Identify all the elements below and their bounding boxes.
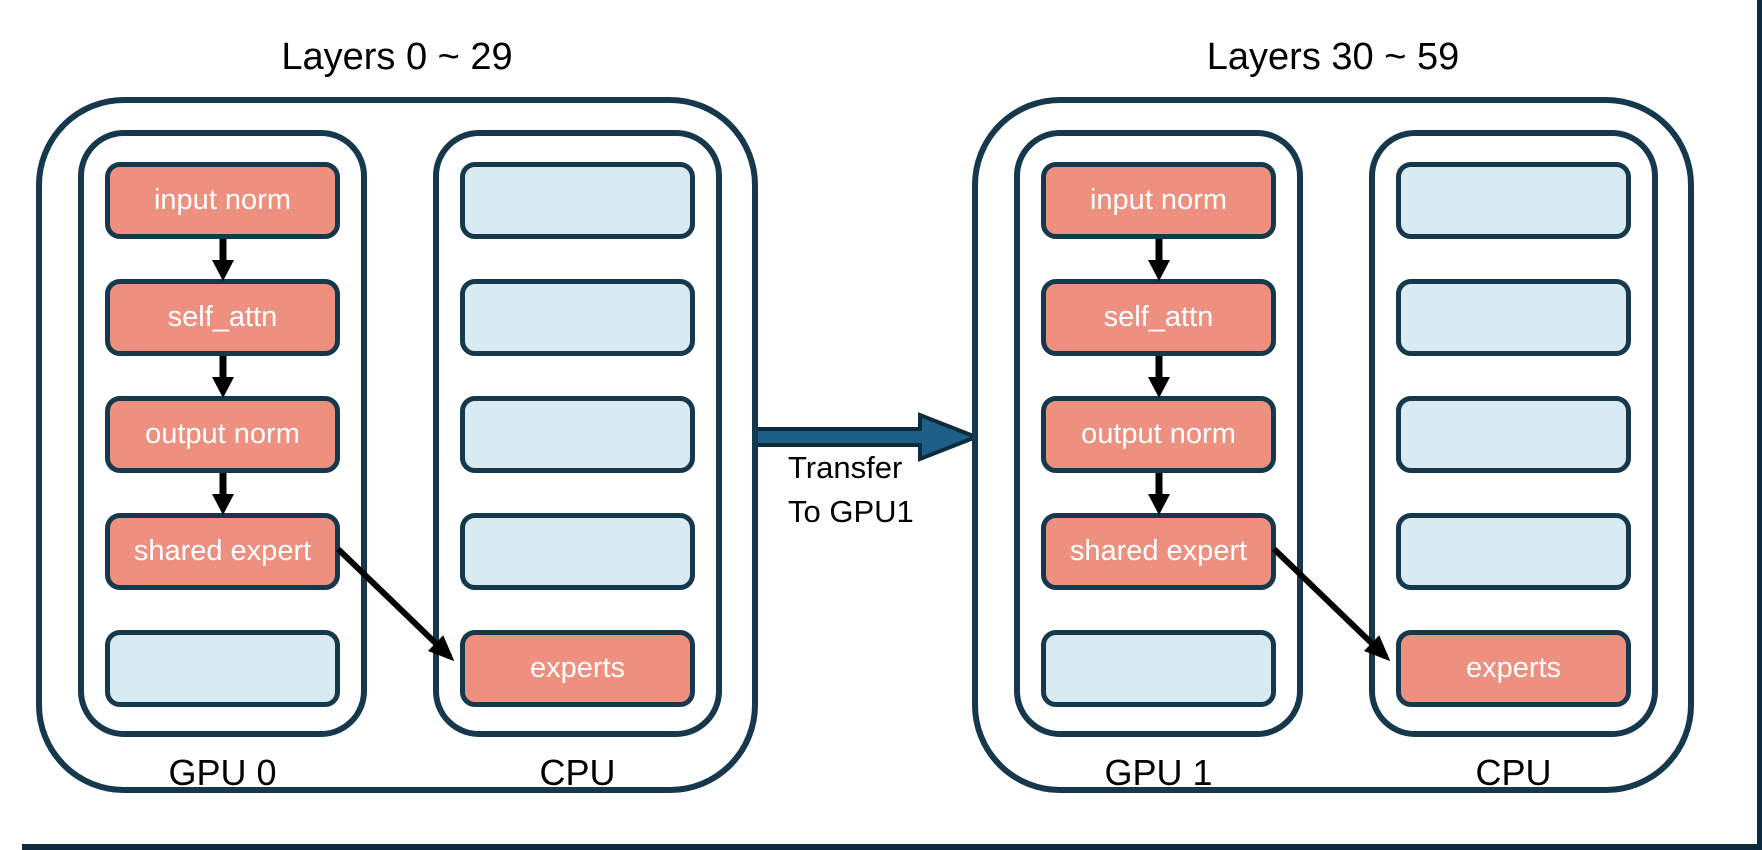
- experts-box: experts: [460, 630, 695, 707]
- cpu-0-label: CPU: [539, 752, 616, 793]
- gpu-0-label: GPU 0: [168, 752, 277, 793]
- cpu-1-label: CPU: [1475, 752, 1552, 793]
- experts-box-label: experts: [1465, 652, 1562, 684]
- empty-layer-box: [1396, 396, 1631, 473]
- layers-0-29-title: Layers 0 ~ 29: [281, 36, 513, 78]
- empty-layer-box: [1041, 630, 1276, 707]
- output-norm-box: output norm: [1041, 396, 1276, 473]
- empty-layer-box: [460, 162, 695, 239]
- self-attn-box-label: self_attn: [167, 301, 278, 333]
- input-norm-box-label: input norm: [1089, 184, 1227, 216]
- input-norm-box-label: input norm: [153, 184, 291, 216]
- shared-expert-box: shared expert: [1041, 513, 1276, 590]
- flow-arrow-down: [211, 356, 234, 398]
- empty-layer-box: [1396, 279, 1631, 356]
- shared-expert-box-label: shared expert: [1069, 535, 1248, 567]
- flow-arrow-down: [1147, 239, 1170, 281]
- experts-box: experts: [1396, 630, 1631, 707]
- output-norm-box: output norm: [105, 396, 340, 473]
- shared-expert-box-label: shared expert: [133, 535, 312, 567]
- empty-layer-box: [460, 513, 695, 590]
- transfer-arrow: [754, 412, 982, 462]
- transfer-arrow-shape: [754, 412, 982, 462]
- output-norm-box-label: output norm: [145, 418, 300, 450]
- input-norm-box: input norm: [105, 162, 340, 239]
- transfer-label-line2: To GPU1: [788, 494, 914, 529]
- screen-frame-right-edge: [1757, 0, 1762, 850]
- self-attn-box: self_attn: [105, 279, 340, 356]
- cpu-0-container: experts: [433, 130, 722, 737]
- layers-30-59-title: Layers 30 ~ 59: [1206, 36, 1460, 78]
- gpu-1-label: GPU 1: [1104, 752, 1213, 793]
- screen-frame-bottom-edge: [22, 844, 1762, 850]
- flow-arrow-down: [1147, 356, 1170, 398]
- transfer-label-line1: Transfer: [788, 450, 903, 485]
- input-norm-box: input norm: [1041, 162, 1276, 239]
- empty-layer-box: [1396, 513, 1631, 590]
- empty-layer-box: [460, 396, 695, 473]
- experts-box-label: experts: [529, 652, 626, 684]
- self-attn-box-label: self_attn: [1103, 301, 1214, 333]
- flow-arrow-down: [211, 239, 234, 281]
- shared-expert-box: shared expert: [105, 513, 340, 590]
- flow-arrow-down: [211, 473, 234, 515]
- empty-layer-box: [105, 630, 340, 707]
- self-attn-box: self_attn: [1041, 279, 1276, 356]
- output-norm-box-label: output norm: [1081, 418, 1236, 450]
- flow-arrow-down: [1147, 473, 1170, 515]
- empty-layer-box: [460, 279, 695, 356]
- cpu-1-container: experts: [1369, 130, 1658, 737]
- transfer-label: Transfer To GPU1: [788, 446, 914, 534]
- empty-layer-box: [1396, 162, 1631, 239]
